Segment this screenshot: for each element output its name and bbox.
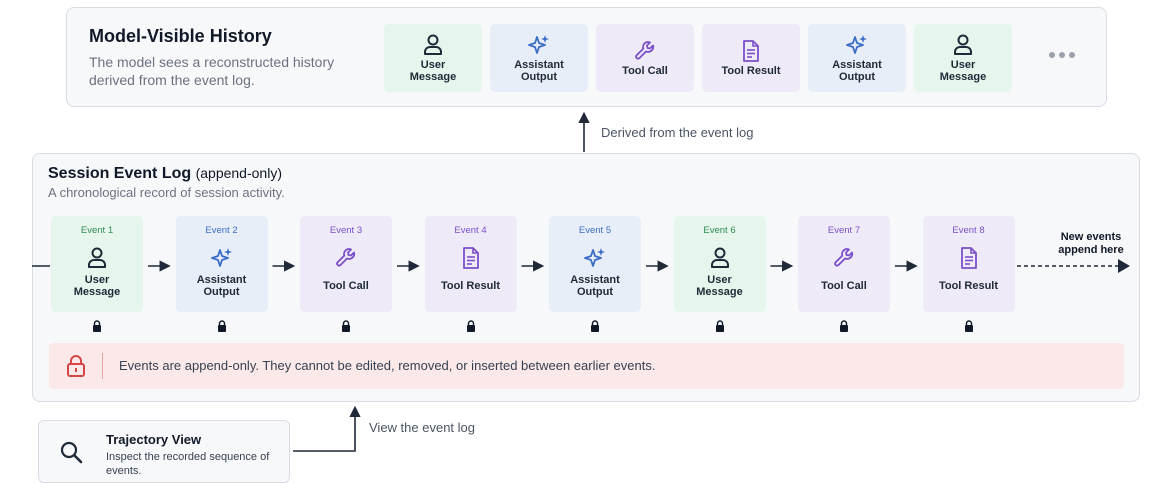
- log-title: Session Event Log (append-only): [48, 165, 282, 183]
- history-card: User Message: [914, 24, 1012, 92]
- event-card: Event 2 Assistant Output: [175, 216, 268, 312]
- user-icon: [423, 33, 443, 57]
- search-icon: [59, 440, 83, 469]
- sparkle-icon: [584, 246, 606, 270]
- history-card: Assistant Output: [808, 24, 906, 92]
- history-description: The model sees a reconstructed history d…: [89, 54, 335, 88]
- derived-from-label: Derived from the event log: [601, 125, 754, 140]
- event-number: Event 2: [205, 225, 238, 236]
- lock-icon: [715, 319, 725, 332]
- wrench-icon: [335, 246, 357, 270]
- wrench-icon: [634, 39, 656, 63]
- history-title: Model-Visible History: [89, 26, 272, 46]
- document-icon: [960, 246, 978, 270]
- user-icon: [87, 246, 107, 270]
- event-number: Event 6: [703, 225, 736, 236]
- event-number: Event 8: [952, 225, 985, 236]
- lock-icon: [341, 319, 351, 332]
- lock-icon: [217, 319, 227, 332]
- trajectory-description: Inspect the recorded sequence of events.: [106, 451, 270, 477]
- history-card: User Message: [384, 24, 482, 92]
- event-label: Assistant Output: [570, 274, 620, 298]
- history-cards: User Message Assistant Output Tool Call Too…: [384, 24, 1012, 92]
- log-subtitle: A chronological record of session activi…: [48, 185, 285, 200]
- document-icon: [742, 39, 760, 63]
- event-label: Tool Call: [323, 280, 369, 292]
- lock-icon: [466, 319, 476, 332]
- document-icon: [462, 246, 480, 270]
- append-only-warning: Events are append-only. They cannot be e…: [49, 343, 1124, 389]
- event-card: Event 4 Tool Result: [424, 216, 517, 312]
- log-title-suffix: (append-only): [195, 165, 282, 181]
- event-number: Event 4: [454, 225, 487, 236]
- sparkle-icon: [846, 33, 868, 57]
- view-log-arrow: [293, 405, 361, 452]
- user-icon: [710, 246, 730, 270]
- history-card: Tool Result: [702, 24, 800, 92]
- event-number: Event 5: [578, 225, 612, 236]
- history-card-label: User Message: [409, 59, 457, 83]
- history-card-label: Assistant Output: [514, 59, 564, 83]
- lock-icon: [590, 319, 600, 332]
- event-card: Event 1 User Message: [51, 216, 143, 312]
- event-number: Event 7: [827, 225, 861, 236]
- warning-lock-icon: [66, 355, 86, 382]
- event-card: Event 8 Tool Result: [922, 216, 1015, 312]
- history-card-label: User Message: [939, 59, 987, 83]
- event-number: Event 1: [80, 225, 114, 236]
- history-card-label: Assistant Output: [832, 59, 882, 83]
- history-card-label: Tool Result: [721, 65, 781, 77]
- history-card-label: Tool Call: [622, 65, 668, 77]
- event-label: Tool Result: [440, 280, 501, 292]
- log-title-text: Session Event Log: [48, 165, 192, 182]
- more-icon: [1049, 52, 1075, 58]
- warning-divider: [102, 353, 103, 379]
- sparkle-icon: [528, 33, 550, 57]
- history-card: Assistant Output: [490, 24, 588, 92]
- warning-text: Events are append-only. They cannot be e…: [119, 358, 656, 373]
- event-card: Event 3 Tool Call: [300, 216, 392, 312]
- model-visible-history-panel: Model-Visible History The model sees a r…: [66, 7, 1107, 107]
- trajectory-title: Trajectory View: [106, 432, 202, 447]
- event-card: Event 7 Tool Call: [798, 216, 890, 312]
- view-event-log-label: View the event log: [369, 420, 475, 435]
- new-events-label: New events append here: [1058, 231, 1124, 256]
- event-card: Event 5 Assistant Output: [549, 216, 641, 312]
- event-label: Tool Call: [821, 280, 867, 292]
- event-label: Tool Result: [938, 280, 999, 292]
- lock-icon: [92, 319, 102, 332]
- event-number: Event 3: [329, 225, 363, 236]
- wrench-icon: [833, 246, 855, 270]
- user-icon: [953, 33, 973, 57]
- event-label: User Message: [696, 274, 743, 298]
- event-label: User Message: [73, 274, 121, 298]
- trajectory-view-card[interactable]: Trajectory View Inspect the recorded seq…: [38, 420, 290, 483]
- sparkle-icon: [210, 246, 233, 270]
- event-label: Assistant Output: [196, 274, 247, 298]
- history-card: Tool Call: [596, 24, 694, 92]
- event-card: Event 6 User Message: [673, 216, 766, 312]
- session-event-log-panel: Session Event Log (append-only) A chrono…: [32, 153, 1140, 402]
- lock-icon: [839, 319, 849, 332]
- lock-icon: [964, 319, 974, 332]
